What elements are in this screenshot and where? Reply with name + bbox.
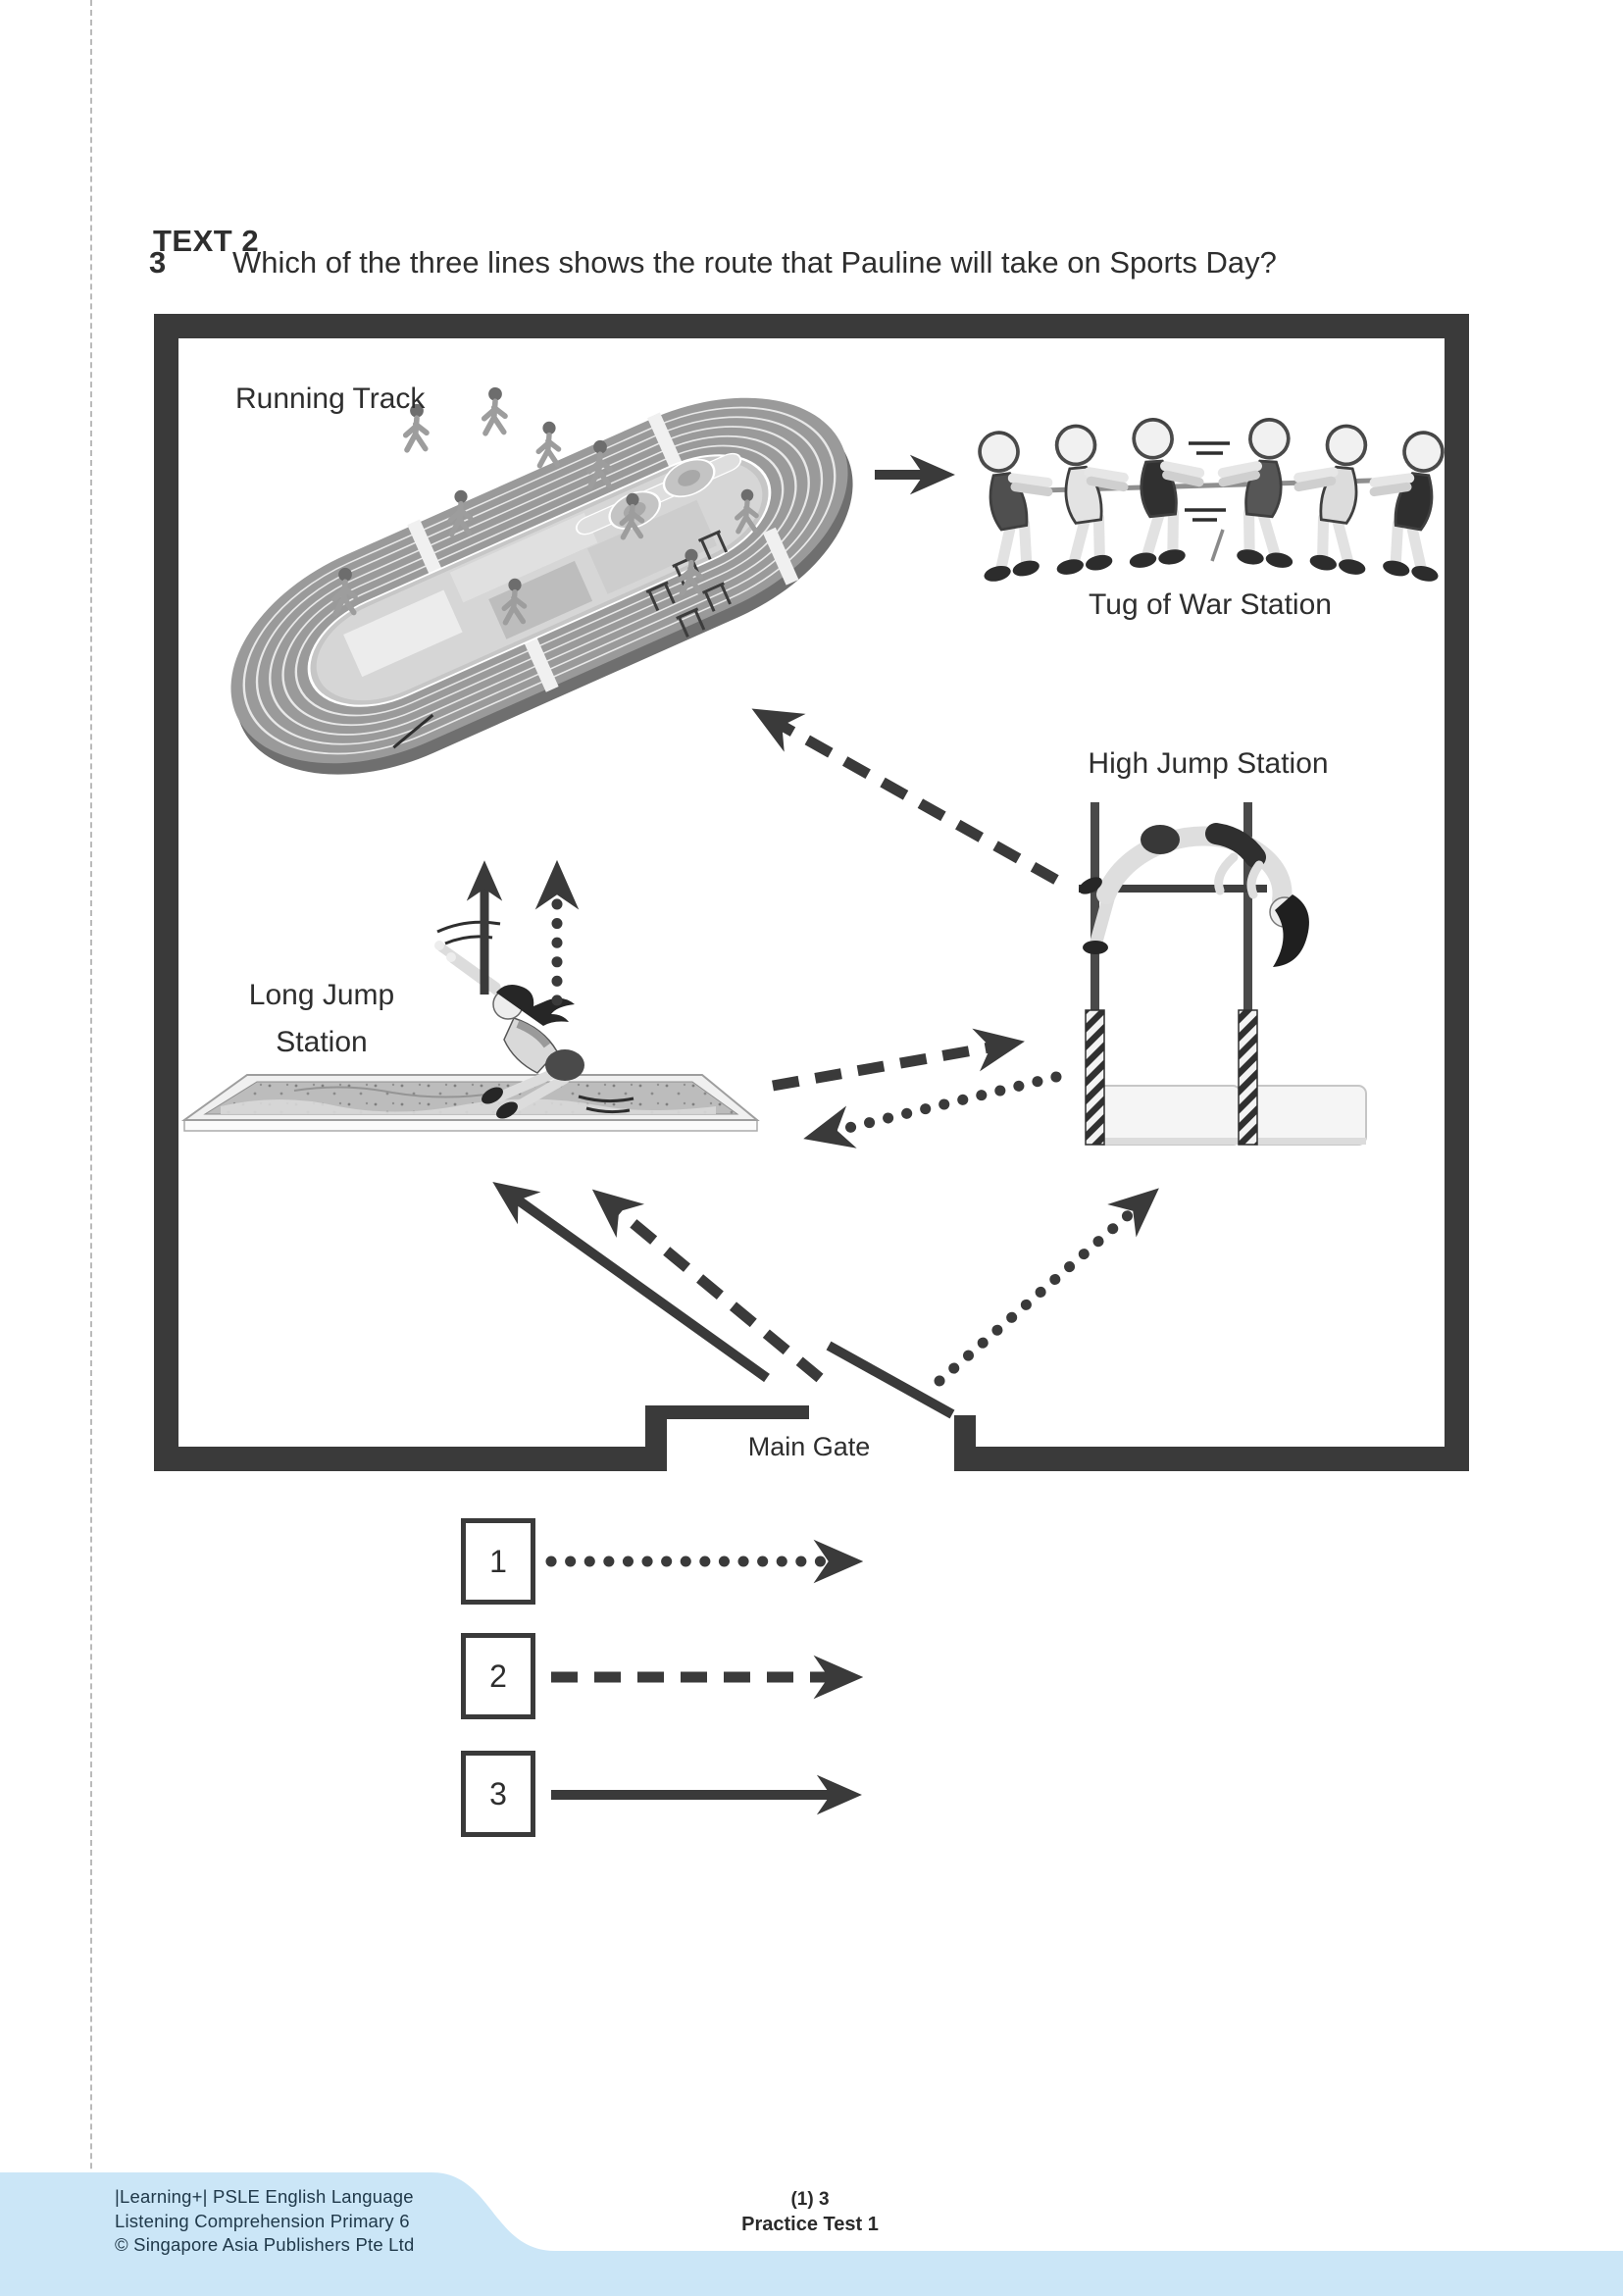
map-wall-top [154,314,1469,338]
long-jump-label-line2: Station [276,1026,368,1058]
high-jump-illustration [1079,802,1367,1146]
map-wall-bottom-right [976,1447,1469,1471]
high-jump-label: High Jump Station [1088,747,1329,780]
legend-option-2-number: 2 [489,1658,507,1694]
map-wall-bottom-left [154,1447,645,1471]
question-text: Which of the three lines shows the route… [232,245,1277,280]
footer-test-ref: Practice Test 1 [741,2214,879,2235]
map-wall-left [154,314,178,1471]
main-gate-label: Main Gate [747,1432,871,1461]
route-dashed-arrows [591,708,1059,1383]
section-label: TEXT 2 [153,224,260,258]
tug-of-war-illustration [951,412,1472,586]
footer-imprint-line3: © Singapore Asia Publishers Pte Ltd [115,2234,415,2255]
footer-center: (1) 3 Practice Test 1 [741,2189,879,2236]
legend-option-1[interactable]: 1 [461,1518,535,1605]
gate-post-right [954,1415,976,1471]
legend-option-1-number: 1 [489,1543,507,1579]
legend-option-3[interactable]: 3 [461,1751,535,1837]
long-jump-label-line1: Long Jump [248,979,395,1011]
running-track-illustration [230,397,853,775]
legend-option-3-number: 3 [489,1775,507,1811]
print-crop-mark-line [90,0,92,2296]
gate-lintel [667,1405,809,1419]
question-number: 3 [149,245,167,280]
tug-of-war-label: Tug of War Station [1089,588,1332,621]
map-wall-right [1445,314,1469,1471]
footer-imprint: |Learning+| PSLE English Language Listen… [115,2185,415,2258]
gate-door [826,1341,955,1419]
footer-page-ref: (1) 3 [790,2189,830,2210]
gate-post-left [645,1405,667,1471]
footer-imprint-line2: Listening Comprehension Primary 6 [115,2210,410,2231]
route-dotted-arrows [534,859,1159,1387]
footer-band [0,2172,1623,2296]
running-track-label: Running Track [235,383,426,415]
route-solid-arrows [466,454,955,1383]
legend-option-2[interactable]: 2 [461,1633,535,1719]
footer-imprint-line1: |Learning+| PSLE English Language [115,2186,414,2207]
long-jump-illustration [180,920,760,1132]
